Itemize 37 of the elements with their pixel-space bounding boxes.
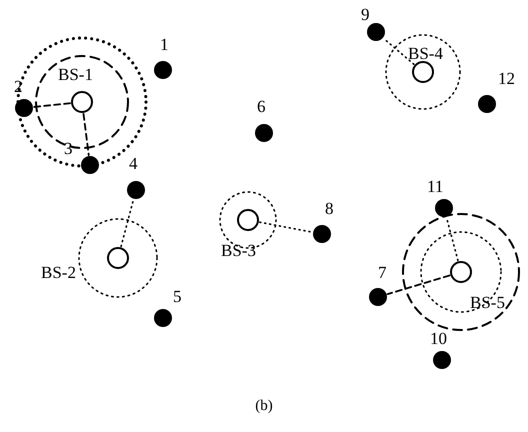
user-number: 5	[173, 288, 182, 305]
user-dot	[81, 156, 99, 174]
user-number: 8	[325, 200, 334, 217]
link-line	[259, 221, 313, 233]
link-line	[386, 274, 450, 296]
link-line	[382, 38, 415, 66]
caption: (b)	[254, 398, 274, 415]
user-dot	[478, 95, 496, 113]
link-line	[120, 198, 134, 248]
station-label: BS-3	[221, 242, 256, 259]
station-label: BS-4	[408, 45, 443, 62]
user-dot	[154, 309, 172, 327]
station-label: BS-2	[41, 264, 76, 281]
user-number: 7	[378, 264, 386, 281]
user-dot	[433, 351, 451, 369]
user-number: 11	[427, 178, 444, 195]
user-dot	[15, 99, 33, 117]
user-number: 1	[160, 36, 168, 53]
user-dot	[435, 199, 453, 217]
user-number: 6	[257, 98, 266, 115]
user-dot	[367, 23, 385, 41]
user-dot	[313, 225, 331, 243]
user-dot	[154, 61, 172, 79]
station-label: BS-1	[58, 66, 93, 83]
base-station-circle	[450, 261, 472, 283]
base-station-circle	[412, 61, 434, 83]
base-station-circle	[237, 209, 259, 231]
user-number: 10	[430, 330, 447, 347]
user-dot	[369, 288, 387, 306]
station-label: BS-5	[470, 294, 505, 311]
base-station-circle	[107, 247, 129, 269]
user-number: 12	[498, 70, 515, 87]
user-number: 4	[129, 155, 138, 172]
base-station-circle	[71, 91, 93, 113]
user-number: 9	[361, 6, 370, 23]
user-dot	[127, 181, 145, 199]
user-dot	[255, 124, 273, 142]
